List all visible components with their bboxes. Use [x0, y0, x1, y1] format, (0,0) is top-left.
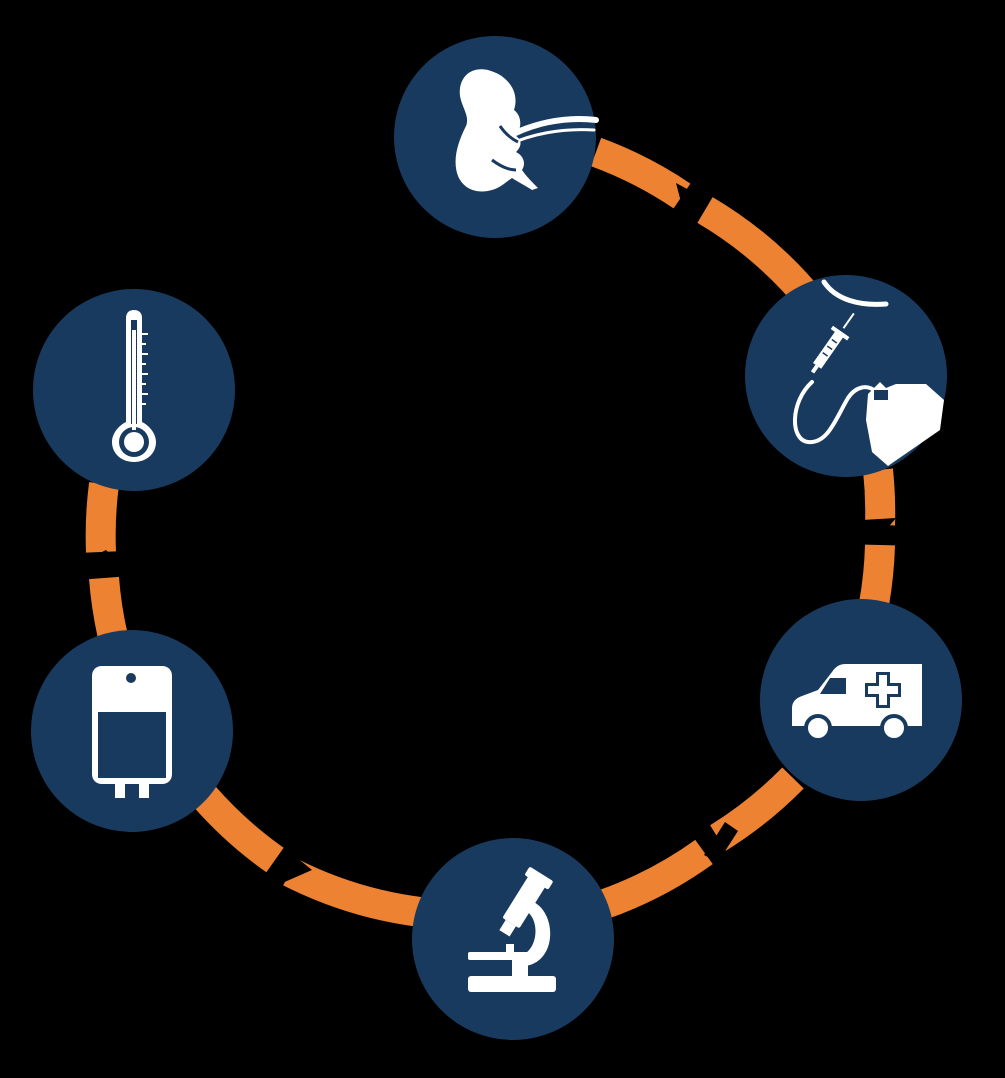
- node-laboratory: [412, 838, 614, 1040]
- connectors: [85, 137, 896, 927]
- connector-fetus-to-collection-b: [697, 197, 824, 312]
- connector-laboratory-to-storage: [283, 858, 423, 927]
- connector-fetus-to-collection: [590, 137, 691, 209]
- connector-transport-to-laboratory-b: [596, 839, 713, 920]
- chevron-arrow-icon: [268, 857, 312, 884]
- syringe-and-collection-bag-icon: [793, 279, 944, 466]
- connector-laboratory-to-storage-b: [192, 785, 284, 873]
- fetus-with-umbilical-cord-icon: [455, 69, 599, 192]
- node-storage: [31, 630, 233, 832]
- chevron-arrow-icon: [862, 518, 896, 540]
- node-fetus: [394, 36, 599, 238]
- node-circle: [745, 275, 947, 477]
- chevron-arrow-icon: [676, 183, 696, 212]
- chevron-arrow-icon: [704, 822, 738, 862]
- node-cryopreservation: [33, 289, 235, 491]
- thermometer-icon: [112, 310, 156, 462]
- connector-collection-to-transport-b: [859, 544, 895, 607]
- connector-collection-to-transport: [863, 468, 896, 526]
- blood-bag-icon: [92, 666, 172, 798]
- arrow-chevrons: [86, 183, 896, 884]
- node-circle: [412, 838, 614, 1040]
- node-transport: [760, 599, 962, 801]
- microscope-icon: [468, 867, 556, 992]
- ambulance-icon: [792, 664, 922, 742]
- connector-storage-to-cryopreservation: [89, 576, 128, 641]
- chevron-arrow-icon: [86, 550, 122, 578]
- connector-storage-to-cryopreservation-b: [85, 482, 119, 553]
- node-collection: [745, 275, 947, 477]
